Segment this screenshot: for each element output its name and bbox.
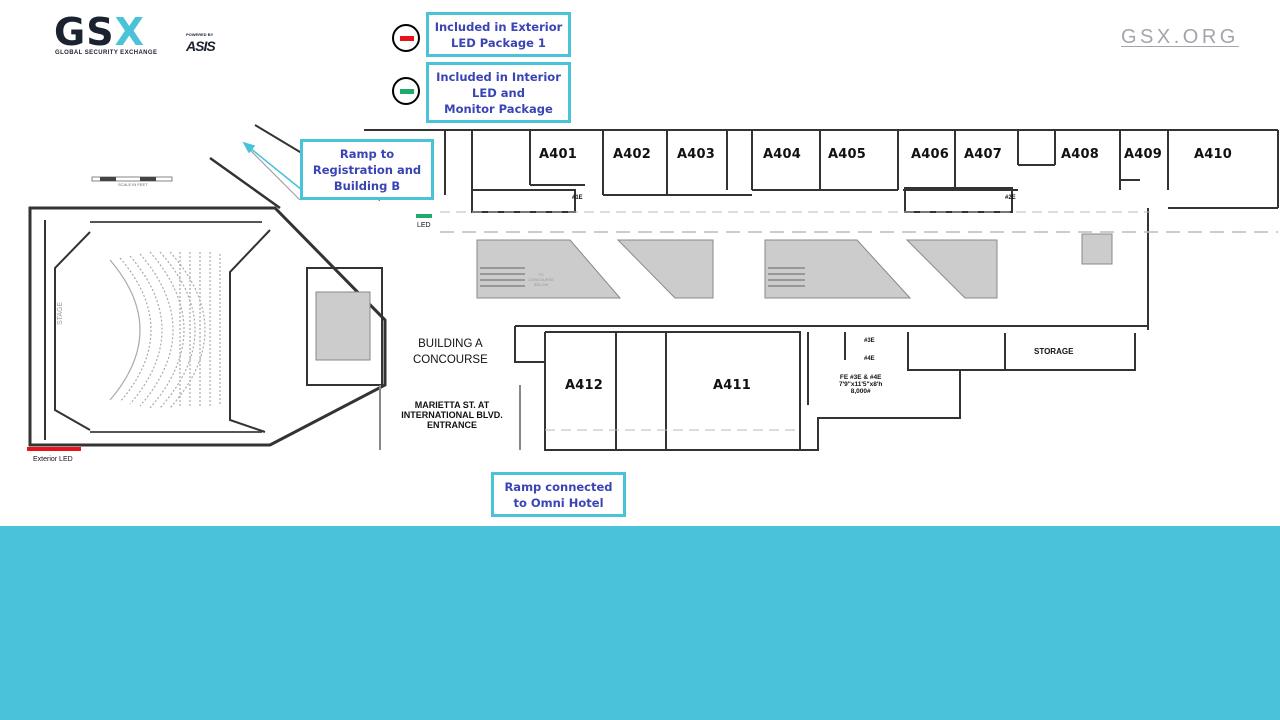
- gsx-logo: GSX GLOBAL SECURITY EXCHANGE POWERED BY …: [54, 13, 224, 60]
- red-bar-icon: [400, 36, 414, 41]
- site-link[interactable]: GSX.ORG: [1121, 26, 1239, 48]
- note-line: CONCOURSE: [528, 277, 555, 282]
- escalator-4: [905, 239, 998, 299]
- stage-label: STAGE: [57, 301, 64, 325]
- logo-wordmark: GSX: [54, 13, 145, 51]
- exterior-led-label: Exterior LED: [33, 456, 73, 463]
- fe-line: FE #3E & #4E: [839, 374, 882, 381]
- interior-led-marker: [416, 214, 432, 218]
- logo-letter-s: S: [86, 10, 115, 54]
- green-bar-icon: [400, 89, 414, 94]
- concourse-line: BUILDING A: [418, 338, 483, 350]
- room-a401[interactable]: A401: [539, 147, 577, 162]
- escalator-3: [764, 239, 912, 299]
- legend-line: Included in Exterior: [434, 19, 563, 34]
- room-a408[interactable]: A408: [1061, 147, 1099, 162]
- exterior-led-marker: [27, 447, 81, 451]
- exterior-led-legend-icon: [392, 24, 420, 52]
- room-a403[interactable]: A403: [677, 147, 715, 162]
- entrance-line: ENTRANCE: [426, 420, 477, 430]
- scale-label: SCALE IN FEET: [118, 182, 148, 187]
- escalator-note: TO CONCOURSE BELOW: [528, 272, 554, 287]
- logo-tagline: GLOBAL SECURITY EXCHANGE: [55, 50, 158, 56]
- logo-letter-x: X: [114, 10, 145, 54]
- room-a410[interactable]: A410: [1194, 147, 1232, 162]
- room-a412[interactable]: A412: [565, 378, 603, 393]
- room-a411[interactable]: A411: [713, 378, 751, 393]
- callout-line: Building B: [333, 178, 401, 193]
- concourse-line: CONCOURSE: [413, 354, 488, 366]
- legend-line: Monitor Package: [444, 101, 553, 116]
- concourse-label: BUILDING A CONCOURSE: [413, 336, 488, 368]
- note-line: TO: [538, 272, 544, 277]
- stair-block: [315, 291, 371, 361]
- fe-line: 8,000#: [850, 388, 871, 395]
- theatre-seating: [109, 251, 221, 409]
- interior-led-legend-icon: [392, 77, 420, 105]
- callout-line: Ramp to: [339, 146, 395, 161]
- legend-line: LED and: [472, 85, 525, 100]
- entrance-line: INTERNATIONAL BLVD.: [401, 410, 503, 420]
- room-a404[interactable]: A404: [763, 147, 801, 162]
- room-3e: #3E: [864, 338, 875, 344]
- escalator-areas: [315, 233, 1113, 361]
- callout-line: Ramp connected: [504, 479, 613, 494]
- entrance-line: MARIETTA ST. AT: [414, 400, 490, 410]
- room-a409[interactable]: A409: [1124, 147, 1162, 162]
- floor-plan: [27, 124, 1279, 451]
- column-block: [1081, 233, 1113, 265]
- ramp-arrow: [242, 141, 303, 191]
- powered-by-text: POWERED BY: [186, 32, 214, 37]
- interior-led-label: LED: [417, 222, 431, 229]
- legend-line: LED Package 1: [451, 35, 546, 50]
- room-a405[interactable]: A405: [828, 147, 866, 162]
- note-line: BELOW: [533, 282, 549, 287]
- callout-line: Registration and: [312, 162, 422, 177]
- asis-logo: ASIS: [186, 38, 216, 54]
- room-1e: #1E: [572, 195, 583, 201]
- room-a407[interactable]: A407: [964, 147, 1002, 162]
- legend-line: Included in Interior: [436, 69, 561, 84]
- storage-label: STORAGE: [1034, 347, 1074, 356]
- freight-elevator-label: FE #3E & #4E 7'9"x11'5"x8'h 8,000#: [839, 374, 882, 395]
- room-4e: #4E: [864, 356, 875, 362]
- escalator-2: [616, 239, 714, 299]
- escalator-1: [476, 239, 622, 299]
- logo-letter-g: G: [54, 10, 87, 54]
- room-a406[interactable]: A406: [911, 147, 949, 162]
- callout-line: to Omni Hotel: [513, 495, 604, 510]
- room-2e: #2E: [1005, 195, 1016, 201]
- fe-line: 7'9"x11'5"x8'h: [839, 381, 883, 388]
- footer-band: [0, 526, 1280, 720]
- scale-bar: [91, 176, 173, 182]
- entrance-label: MARIETTA ST. AT INTERNATIONAL BLVD. ENTR…: [385, 400, 519, 430]
- room-a402[interactable]: A402: [613, 147, 651, 162]
